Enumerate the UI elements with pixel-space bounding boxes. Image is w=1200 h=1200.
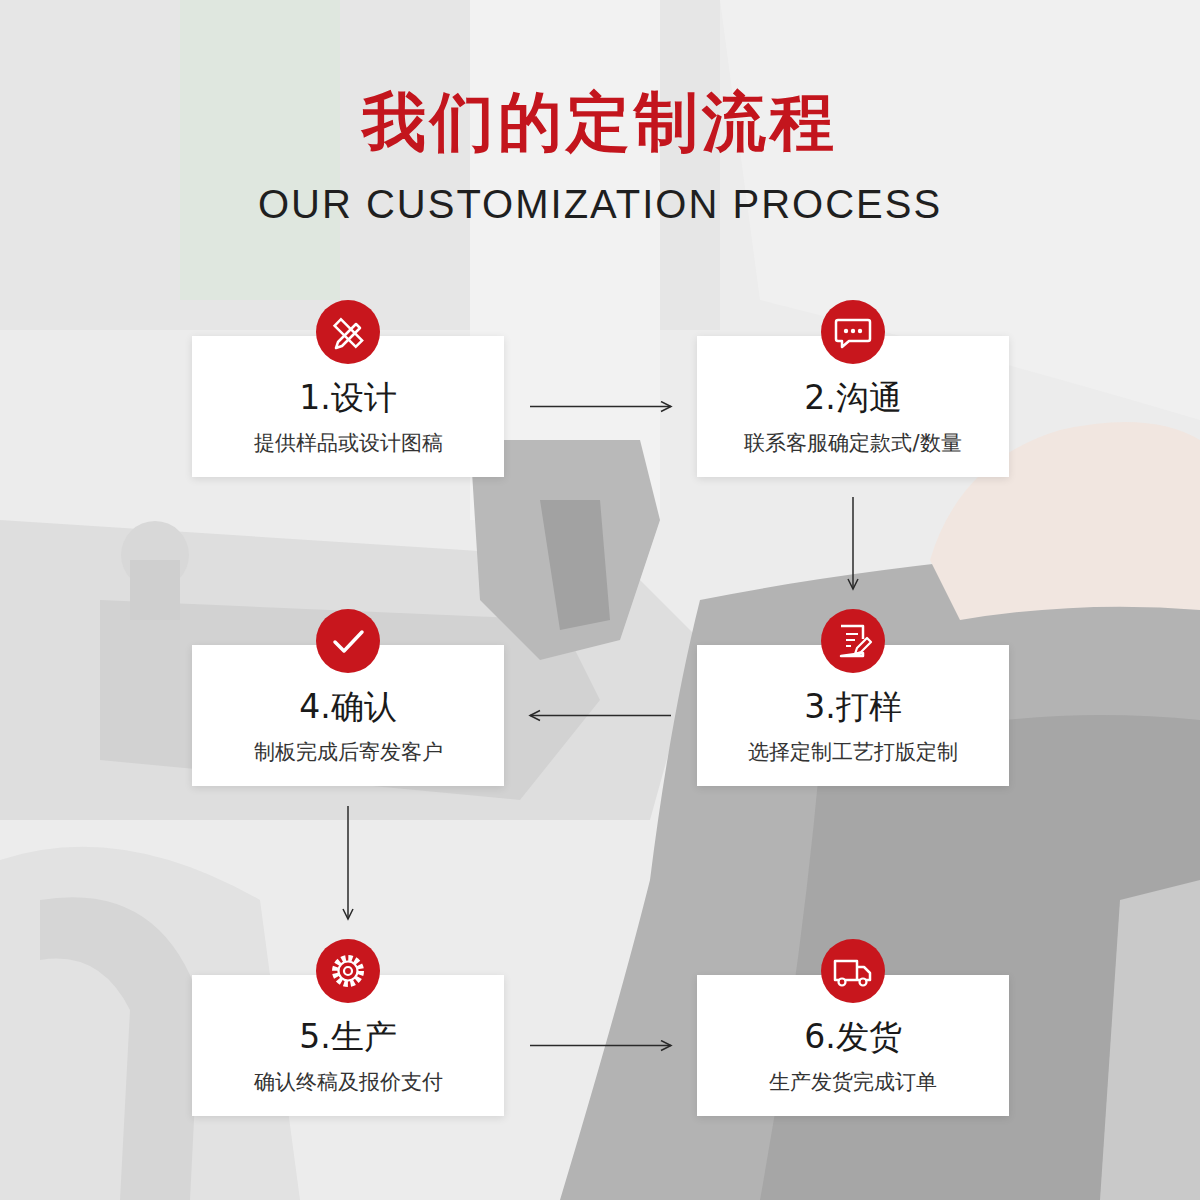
dark-fabric bbox=[560, 540, 1200, 1200]
step-description: 制板完成后寄发客户 bbox=[206, 739, 490, 766]
icon-circle bbox=[316, 939, 380, 1003]
icon-glyph bbox=[858, 329, 862, 333]
presser-foot-shadow bbox=[540, 500, 610, 630]
icon-glyph bbox=[836, 320, 870, 347]
step-description: 选择定制工艺打版定制 bbox=[711, 739, 995, 766]
knob-stem bbox=[130, 560, 180, 620]
icon-glyph bbox=[835, 961, 870, 980]
icon-glyph bbox=[855, 638, 871, 654]
subheading: OUR CUSTOMIZATION PROCESS bbox=[0, 180, 1200, 228]
icon-glyph bbox=[344, 967, 352, 975]
heading: 我们的定制流程 bbox=[0, 84, 1200, 161]
step-description: 确认终稿及报价支付 bbox=[206, 1069, 490, 1096]
step-title: 1.设计 bbox=[206, 378, 490, 418]
machine-edge bbox=[1100, 880, 1200, 1200]
icon-glyph bbox=[839, 979, 846, 986]
icon-circle bbox=[821, 300, 885, 364]
step-icon bbox=[316, 300, 380, 364]
flow-arrow bbox=[530, 1045, 671, 1047]
process-box: 6.发货生产发货完成订单 bbox=[697, 975, 1009, 1116]
icon-glyph bbox=[846, 634, 858, 646]
icon-glyph bbox=[860, 979, 867, 986]
fabric-shade bbox=[760, 715, 1200, 1200]
step-title: 5.生产 bbox=[206, 1017, 490, 1057]
icon-glyph bbox=[335, 632, 362, 651]
process-box: 4.确认制板完成后寄发客户 bbox=[192, 645, 504, 786]
step-title: 6.发货 bbox=[711, 1017, 995, 1057]
step-icon bbox=[821, 300, 885, 364]
flow-arrow bbox=[530, 715, 671, 717]
machine-panel bbox=[180, 0, 340, 300]
step-title: 2.沟通 bbox=[711, 378, 995, 418]
step-title: 4.确认 bbox=[206, 687, 490, 727]
icon-circle bbox=[316, 300, 380, 364]
flow-arrow bbox=[530, 406, 671, 408]
step-icon bbox=[316, 609, 380, 673]
process-box: 3.打样选择定制工艺打版定制 bbox=[697, 645, 1009, 786]
icon-glyph bbox=[335, 958, 361, 984]
icon-glyph bbox=[336, 324, 360, 348]
process-box: 1.设计提供样品或设计图稿 bbox=[192, 336, 504, 477]
step-icon bbox=[821, 939, 885, 1003]
process-box: 2.沟通联系客服确定款式/数量 bbox=[697, 336, 1009, 477]
step-title: 3.打样 bbox=[711, 687, 995, 727]
step-description: 提供样品或设计图稿 bbox=[206, 430, 490, 457]
step-icon bbox=[821, 609, 885, 673]
process-box: 5.生产确认终稿及报价支付 bbox=[192, 975, 504, 1116]
step-icon bbox=[316, 939, 380, 1003]
icon-circle bbox=[821, 609, 885, 673]
icon-glyph bbox=[339, 962, 358, 981]
flow-arrow bbox=[347, 806, 349, 919]
machine-lever bbox=[40, 897, 200, 1200]
flow-arrow bbox=[852, 497, 854, 589]
step-description: 生产发货完成订单 bbox=[711, 1069, 995, 1096]
icon-glyph bbox=[844, 329, 848, 333]
icon-glyph bbox=[851, 329, 855, 333]
icon-circle bbox=[316, 609, 380, 673]
icon-circle bbox=[821, 939, 885, 1003]
step-description: 联系客服确定款式/数量 bbox=[711, 430, 995, 457]
